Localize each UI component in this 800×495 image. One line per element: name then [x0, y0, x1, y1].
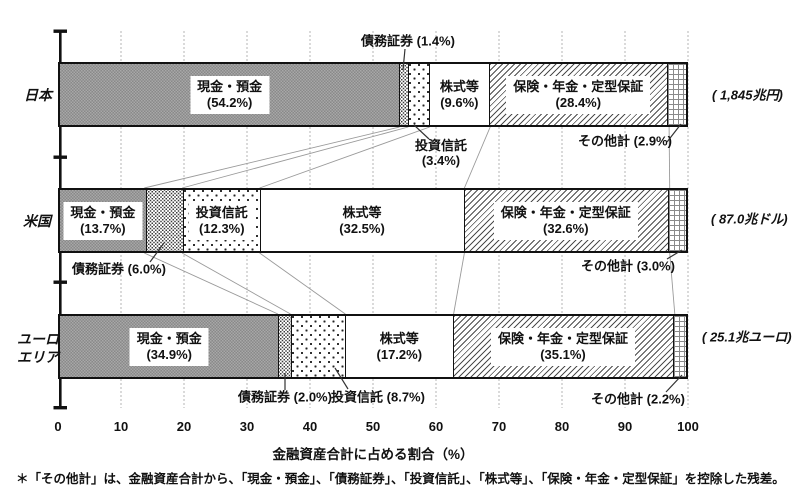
label-insurance-pension: 保険・年金・定型保証(28.4%): [506, 75, 651, 114]
bar-euro-area: 現金・預金(34.9%) 株式等(17.2%) 保険・年金・定型保証(35.1%…: [58, 314, 688, 379]
segment-investment-trusts: [408, 64, 430, 125]
label-equities: 株式等(32.5%): [332, 201, 392, 240]
segment-other: [667, 64, 686, 125]
category-label-japan: 日本: [24, 87, 52, 103]
callout-euro-other: その他計 (2.2%): [591, 391, 685, 407]
label-equities: 株式等(9.6%): [432, 75, 486, 114]
label-equities: 株式等(17.2%): [369, 327, 430, 366]
segment-debt-securities: [399, 64, 409, 125]
label-insurance-pension: 保険・年金・定型保証(35.1%): [490, 327, 635, 366]
segment-debt-securities: [278, 316, 291, 377]
segment-other: [667, 190, 686, 251]
bar-us: 現金・預金(13.7%) 投資信託(12.3%) 株式等(32.5%) 保険・年…: [58, 188, 688, 253]
label-cash-deposits: 現金・預金(13.7%): [63, 201, 143, 240]
tick-50: 50: [365, 419, 381, 434]
label-cash-deposits: 現金・預金(54.2%): [190, 75, 270, 114]
label-investment-trusts: 投資信託(12.3%): [188, 201, 255, 240]
label-insurance-pension: 保険・年金・定型保証(32.6%): [493, 201, 638, 240]
tick-100: 100: [677, 419, 699, 434]
tick-30: 30: [239, 419, 255, 434]
callout-japan-debt-securities: 債務証券 (1.4%): [361, 33, 455, 49]
tick-90: 90: [617, 419, 633, 434]
callout-us-debt-securities: 債務証券 (6.0%): [72, 261, 166, 277]
callout-euro-debt-securities: 債務証券 (2.0%): [238, 389, 332, 405]
total-us: ( 87.0兆ドル): [711, 211, 788, 227]
segment-debt-securities: [145, 190, 184, 251]
bar-japan: 現金・預金(54.2%) 株式等(9.6%) 保険・年金・定型保証(28.4%): [58, 62, 688, 127]
tick-80: 80: [554, 419, 570, 434]
tick-70: 70: [491, 419, 507, 434]
tick-0: 0: [54, 419, 62, 434]
callout-japan-other: その他計 (2.9%): [578, 133, 672, 149]
total-japan: ( 1,845兆円): [712, 87, 783, 103]
total-euro-area: ( 25.1兆ユーロ): [702, 329, 792, 345]
segment-connector-lines: [144, 126, 676, 315]
callout-us-other: その他計 (3.0%): [581, 258, 675, 274]
footnote: ＊「その他計」は、金融資産合計から、「現金・預金」、「債務証券」、「投資信託」、…: [16, 472, 785, 486]
x-axis-label: 金融資産合計に占める割合（%）: [272, 447, 474, 462]
tick-20: 20: [176, 419, 192, 434]
tick-10: 10: [113, 419, 129, 434]
tick-40: 40: [302, 419, 318, 434]
callout-japan-investment-trusts: 投資信託(3.4%): [414, 138, 468, 168]
category-label-euro-area: ユーロエリア: [17, 331, 59, 365]
segment-other: [672, 316, 686, 377]
segment-investment-trusts: [290, 316, 346, 377]
label-cash-deposits: 現金・預金(34.9%): [129, 327, 209, 366]
tick-60: 60: [428, 419, 444, 434]
callout-euro-investment-trusts: 投資信託 (8.7%): [331, 389, 425, 405]
category-label-us: 米国: [23, 213, 51, 229]
